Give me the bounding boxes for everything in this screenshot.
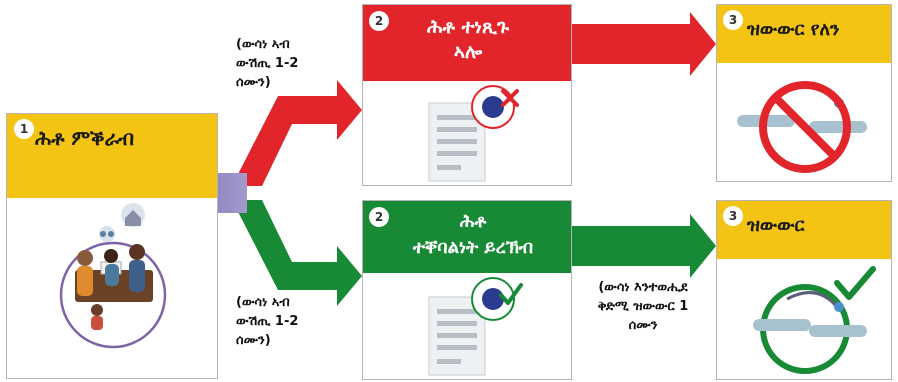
step2-accepted-title: ሕቶ ተቐባልነት ይረኽብ [412, 211, 534, 258]
accepted-form-icon [428, 277, 523, 376]
step2-accepted-header [363, 201, 571, 273]
red-branch-arrow [232, 80, 362, 186]
step3-travel-card: 3 ዝውውር [716, 200, 892, 380]
step2-rejected-card: 2 ሕቶ ተነጺጉ ኣሎ [362, 4, 572, 186]
red-to-no-travel-arrow [572, 12, 716, 76]
step3-no-travel-header [717, 5, 891, 63]
step1-card: 1 ሕቶ ምቕራብ [6, 113, 218, 379]
step3-no-travel-card: 3 ዝውውር የለን [716, 4, 892, 182]
no-travel-icon [737, 81, 867, 173]
step3-travel-number: 3 [723, 206, 743, 226]
note-top-left: (ውሳነ ኣብ ውሽጢ 1-2 ሰሙን) [236, 37, 299, 90]
step1-number: 1 [14, 119, 34, 139]
rejected-form-icon [428, 85, 519, 182]
step3-travel-header [717, 201, 891, 259]
step1-title: ሕቶ ምቕራብ [35, 126, 135, 150]
step3-travel-title: ዝውውር [747, 215, 805, 236]
green-to-travel-arrow [572, 214, 716, 278]
travel-icon [753, 266, 876, 374]
step3-no-travel-number: 3 [723, 10, 743, 30]
step3-no-travel-title: ዝውውር የለን [747, 19, 840, 40]
step2-accepted-number: 2 [369, 207, 389, 227]
step2-accepted-card: 2 ሕቶ ተቐባልነት ይረኽብ [362, 200, 572, 380]
step2-rejected-header [363, 5, 571, 81]
note-bottom-right: (ውሳነ እንተወሒደ ቅድሚ ዝውውር 1 ሰሙን [597, 280, 689, 333]
green-branch-arrow [232, 200, 362, 306]
step2-rejected-number: 2 [369, 11, 389, 31]
step1-header [7, 114, 217, 198]
family-interview-icon [59, 203, 167, 349]
note-bottom-left: (ውሳነ ኣብ ውሽጢ 1-2 ሰሙን) [236, 295, 299, 348]
step2-rejected-title: ሕቶ ተነጺጉ ኣሎ [426, 16, 509, 63]
